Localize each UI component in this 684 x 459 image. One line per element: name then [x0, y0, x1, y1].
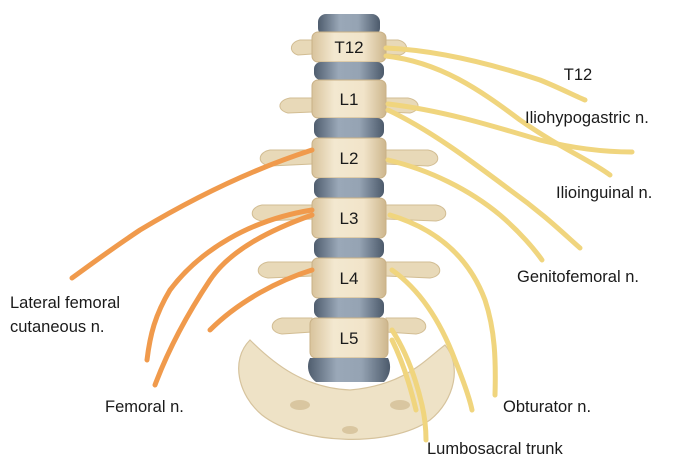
sacral-disc	[308, 358, 390, 382]
disc	[314, 238, 384, 258]
label-obturator: Obturator n.	[503, 398, 591, 416]
disc	[314, 298, 384, 318]
label-l2: L2	[340, 149, 359, 168]
label-l1: L1	[340, 90, 359, 109]
disc	[314, 178, 384, 198]
label-lateral-femoral-line2: cutaneous n.	[10, 318, 105, 336]
nerve-femoral	[155, 215, 312, 385]
label-femoral: Femoral n.	[105, 398, 184, 416]
label-ilioinguinal: Ilioinguinal n.	[556, 184, 652, 202]
label-nerve-t12: T12	[564, 66, 592, 84]
label-l3: L3	[340, 209, 359, 228]
nerve-t12	[386, 48, 585, 100]
label-l4: L4	[340, 269, 359, 288]
label-lumbosacral: Lumbosacral trunk	[427, 440, 563, 458]
nerve-lateral-femoral-branch	[147, 210, 312, 360]
label-t12: T12	[334, 38, 363, 57]
disc	[314, 118, 384, 138]
label-lateral-femoral-line1: Lateral femoral	[10, 294, 120, 312]
disc	[314, 62, 384, 80]
label-l5: L5	[340, 329, 359, 348]
label-genitofemoral: Genitofemoral n.	[517, 268, 639, 286]
label-iliohypogastric: Iliohypogastric n.	[525, 109, 649, 127]
